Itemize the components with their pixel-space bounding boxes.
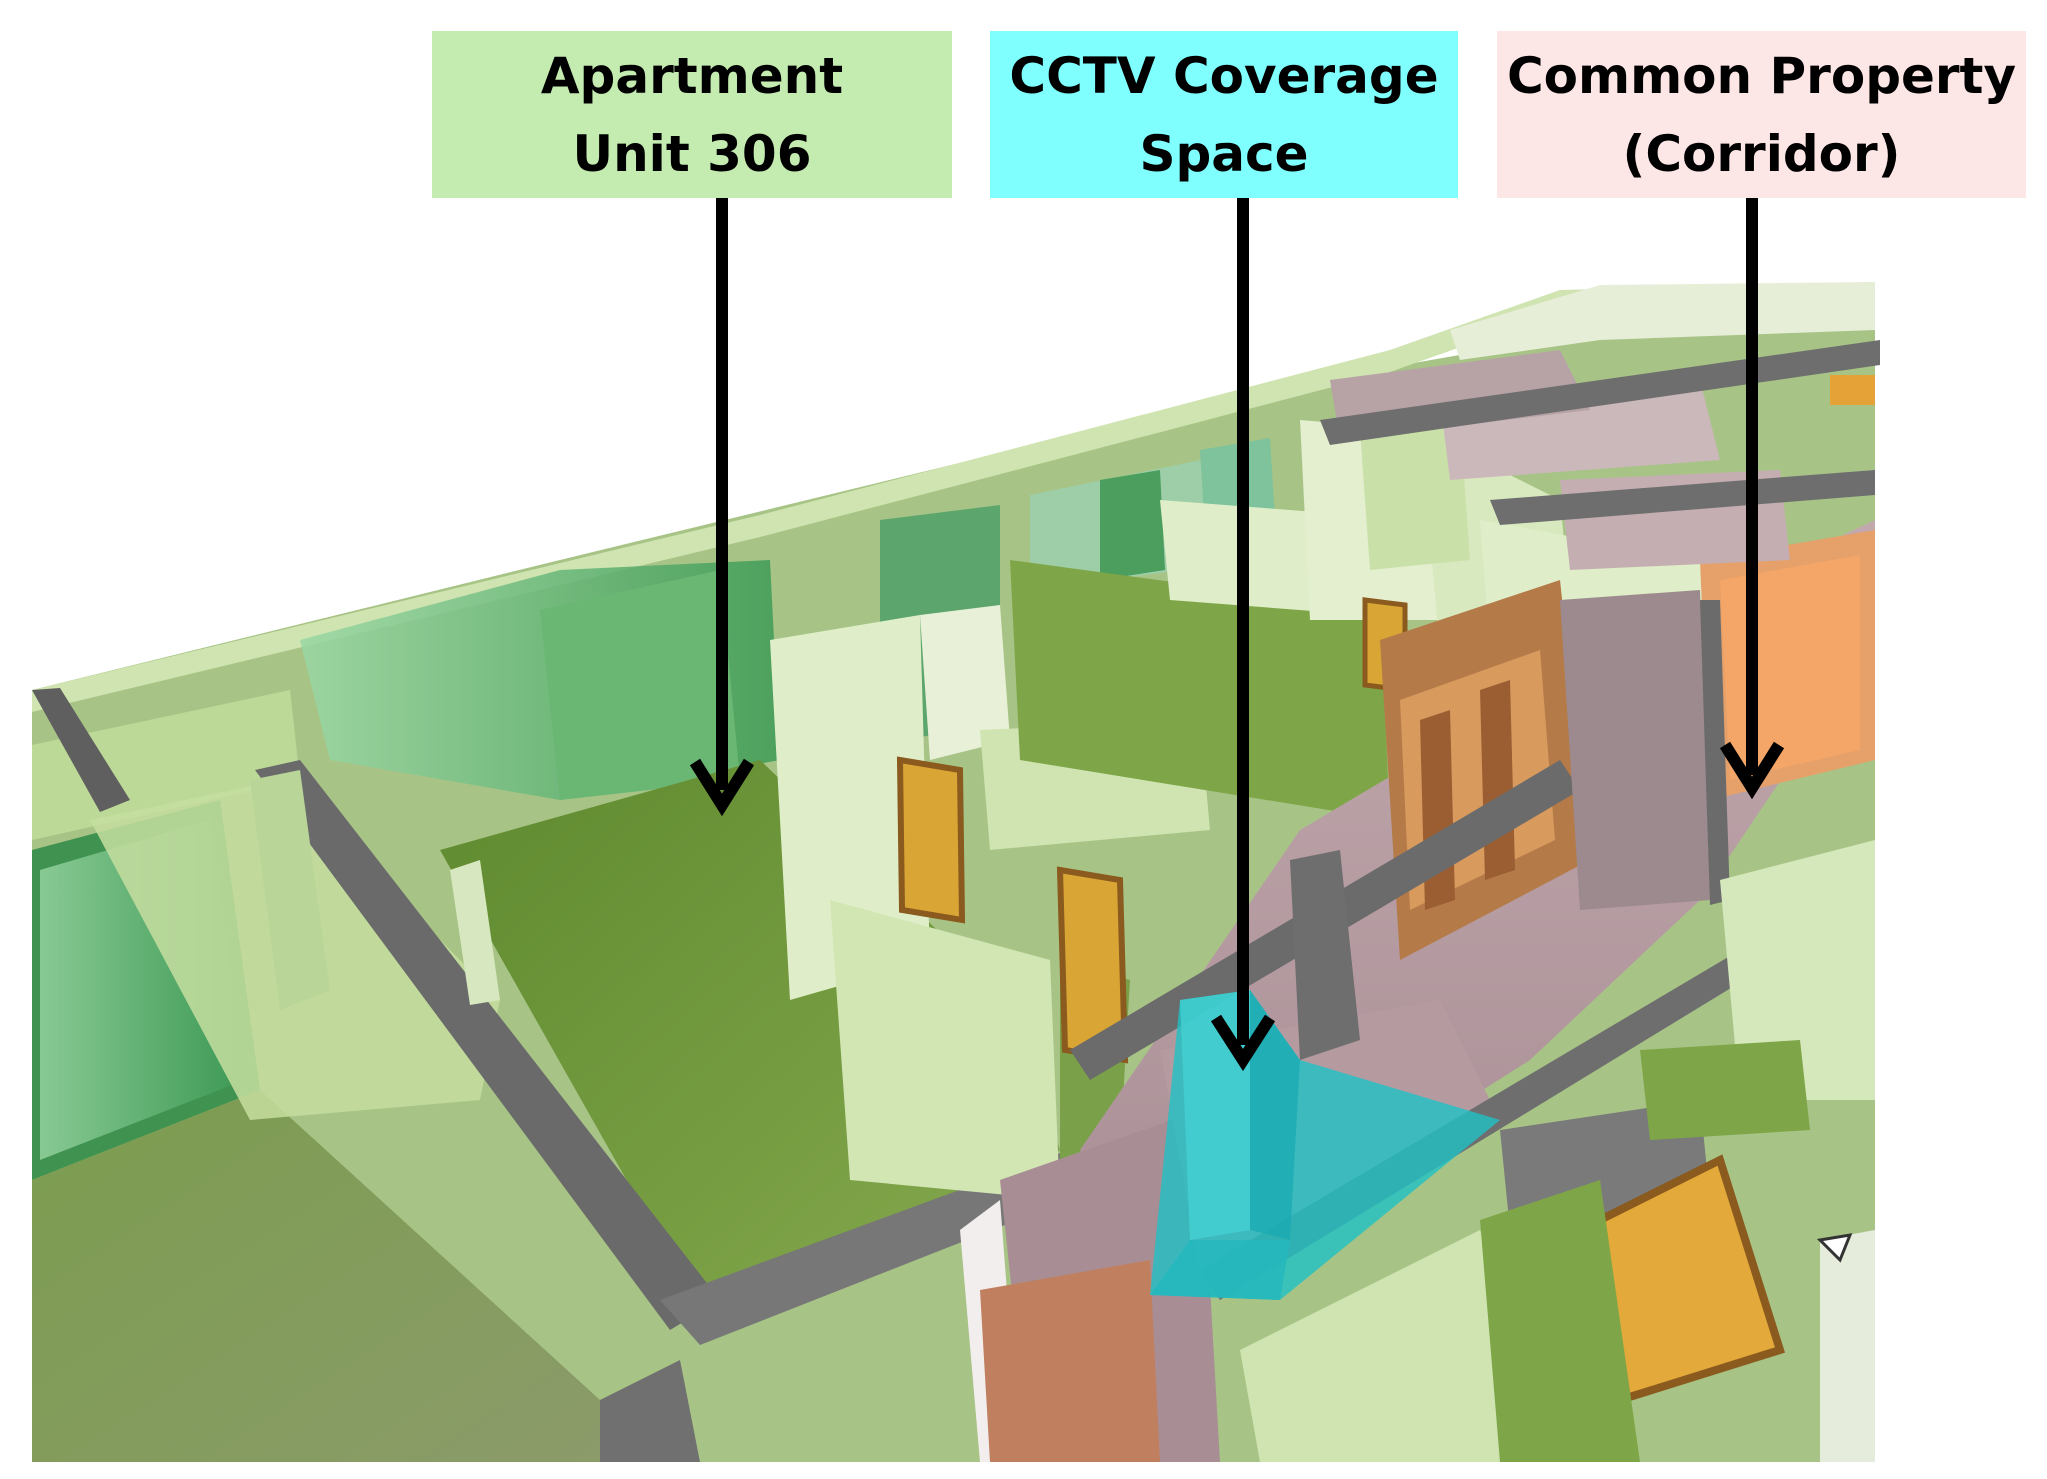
arrow-to-cctv-space (1210, 198, 1276, 1072)
label-common-text: Common Property (Corridor) (1506, 46, 2017, 183)
exterior-wall-top (32, 282, 1875, 712)
label-common-property: Common Property (Corridor) (1497, 31, 2026, 198)
label-cctv-coverage: CCTV Coverage Space (990, 31, 1458, 198)
right-lower-rooms (1240, 840, 1875, 1462)
label-apartment-unit: Apartment Unit 306 (432, 31, 952, 198)
arrow-to-common-property (1719, 198, 1785, 800)
label-cctv-text: CCTV Coverage Space (1009, 46, 1439, 183)
label-apartment-text: Apartment Unit 306 (540, 46, 844, 183)
arrow-to-apartment (689, 198, 755, 817)
